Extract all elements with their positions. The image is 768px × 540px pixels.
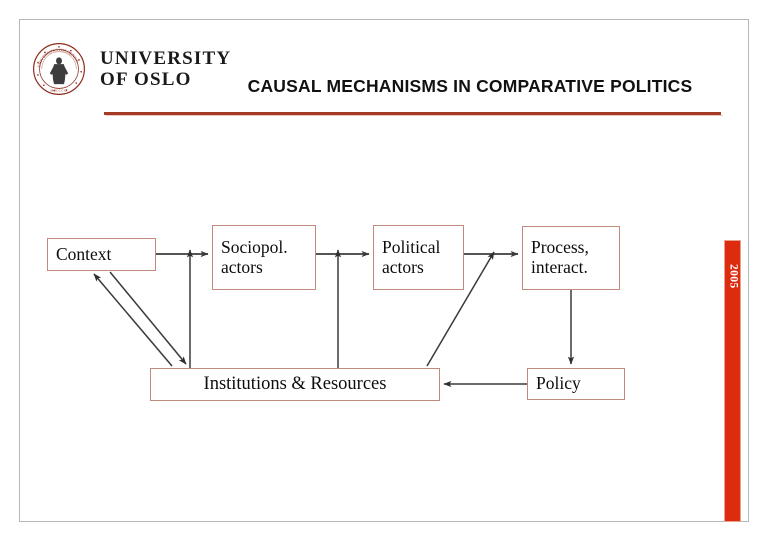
university-seal-icon: UNIVERSITAS OSLOENSIS MDCCCXI [33, 43, 85, 95]
edge-inst-to-process [426, 251, 495, 367]
title-divider [104, 112, 721, 115]
node-label: Context [56, 243, 112, 264]
node-label: Process, interact. [531, 237, 589, 277]
node-label: Institutions & Resources [203, 374, 387, 395]
diagram-node-policy[interactable]: Policy [527, 368, 625, 400]
edge-inst-to-context [93, 273, 173, 367]
diagram-node-political-actors[interactable]: Political actors [373, 225, 464, 290]
node-label: Sociopol. actors [221, 236, 288, 277]
svg-text:MDCCCXI: MDCCCXI [50, 89, 67, 93]
year-tab-label: 2005 [727, 263, 740, 289]
year-tab: 2005 [724, 240, 741, 522]
edge-context-to-inst [109, 271, 187, 365]
node-label: Policy [536, 373, 581, 394]
title-divider-shadow [106, 115, 723, 116]
node-label: Political actors [382, 236, 441, 277]
organization-name: UNIVERSITY OF OSLO [100, 48, 232, 90]
page-title: CAUSAL MECHANISMS IN COMPARATIVE POLITIC… [247, 76, 693, 96]
diagram-node-sociopol-actors[interactable]: Sociopol. actors [212, 225, 316, 290]
diagram-node-institutions-resources[interactable]: Institutions & Resources [150, 368, 440, 401]
branding-block: UNIVERSITAS OSLOENSIS MDCCCXI UNIVERSITY… [32, 40, 232, 98]
diagram-node-process-interact[interactable]: Process, interact. [522, 226, 620, 290]
diagram-node-context[interactable]: Context [47, 238, 156, 271]
